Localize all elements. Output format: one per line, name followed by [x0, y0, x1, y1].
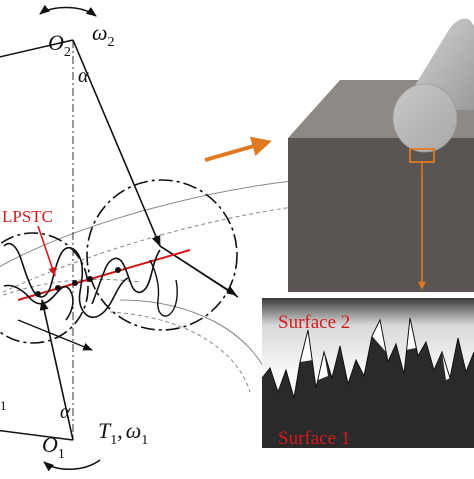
o1-sweep-line	[17, 319, 93, 351]
line-of-action	[17, 249, 191, 301]
root-arc-bottom-dashed	[109, 311, 251, 393]
asperity-highlights	[300, 318, 450, 380]
gear2-outer-tooth	[149, 259, 178, 317]
surface-edge-line	[261, 317, 474, 399]
o1-left-line	[0, 429, 74, 441]
contact-block-3d	[288, 18, 474, 292]
contact-point-5	[115, 267, 121, 273]
o1-label: O1	[42, 432, 65, 462]
lpstc-pointer	[37, 225, 56, 277]
o1-rotation-arrow	[43, 459, 101, 472]
orange-arrow	[204, 136, 272, 162]
cylinder-end-face	[392, 83, 458, 153]
omega2-label: ω2	[92, 20, 115, 50]
left-edge-char: 1	[0, 398, 7, 413]
alpha-bottom-label: α	[60, 401, 71, 423]
contact-point-4	[87, 276, 93, 282]
o2-left-line	[0, 39, 74, 58]
gear1-tooth-profile	[3, 242, 129, 319]
gear2-tooth-profile	[91, 249, 161, 305]
contact-point-2	[55, 285, 61, 291]
pitch-arc-outer	[0, 179, 301, 268]
contact-point-1	[35, 291, 41, 297]
lpstc-label: LPSTC	[2, 207, 53, 226]
block-front-face	[288, 138, 474, 292]
center-to-circle	[159, 245, 237, 296]
o1-radius-line	[39, 298, 74, 441]
o2-rotation-arrow	[39, 4, 97, 17]
gear2-tooth-circle	[86, 179, 238, 331]
alpha-top-label: α	[78, 65, 89, 87]
root-arc-bottom	[119, 299, 271, 381]
surface1-label: Surface 1	[278, 428, 350, 449]
surface2-label: Surface 2	[278, 312, 350, 333]
pitch-arc-left-lower	[0, 278, 141, 297]
t1-omega1-label: T1,ω1	[98, 418, 148, 448]
o2-label: O2	[48, 30, 71, 60]
rough-surface-panel: Surface 2 Surface 1	[261, 298, 474, 449]
surface1-profile	[262, 318, 474, 448]
contact-point-3	[72, 280, 78, 286]
gear1-tooth-circle	[0, 232, 89, 344]
gear1-tooth-profile-lower	[3, 284, 74, 321]
o2-radius-line	[72, 39, 161, 248]
pitch-arc-outer-dashed	[0, 205, 301, 294]
